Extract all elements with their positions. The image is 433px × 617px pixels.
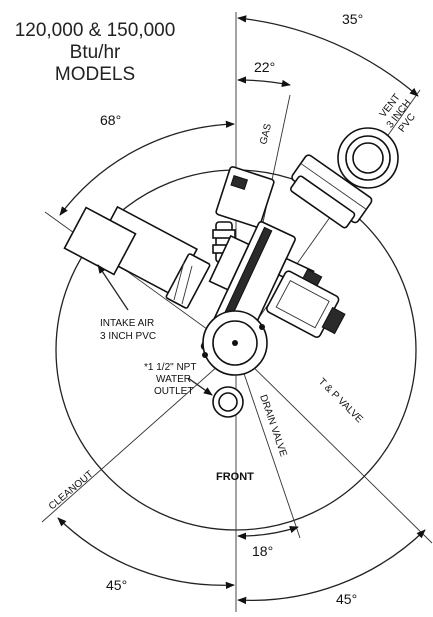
outlet-label-line1: *1 1/2" NPT bbox=[144, 362, 196, 373]
angle-label-18: 18° bbox=[252, 543, 273, 559]
cleanout-label: CLEANOUT bbox=[47, 469, 96, 512]
angle-arc-22 bbox=[237, 76, 291, 88]
intake-air-pipe bbox=[63, 205, 211, 309]
vent-pipe bbox=[289, 127, 399, 229]
vent-label: VENT 3 INCH PVC bbox=[378, 92, 418, 135]
tp-valve-reference-line bbox=[235, 349, 433, 544]
models-title-line3: MODELS bbox=[54, 64, 136, 85]
angle-label-68: 68° bbox=[100, 112, 121, 128]
gas-label: GAS bbox=[258, 122, 274, 145]
outlet-leader-arrow bbox=[187, 377, 213, 396]
angle-arc-18 bbox=[237, 526, 299, 540]
cleanout-reference-line bbox=[41, 349, 237, 523]
outlet-label-line2: WATER bbox=[156, 374, 191, 385]
drain-valve-reference-line bbox=[235, 349, 301, 539]
angle-arc-35 bbox=[237, 15, 419, 97]
angle-arc-68 bbox=[59, 120, 235, 216]
blower-assembly bbox=[200, 221, 315, 376]
angle-label-35: 35° bbox=[342, 11, 363, 27]
outlet-label-line3: OUTLET bbox=[154, 386, 193, 397]
models-title-line1: 120,000 & 150,000 bbox=[14, 20, 176, 41]
angle-arc-45-right bbox=[237, 529, 426, 605]
intake-label-line2: 3 INCH PVC bbox=[100, 331, 156, 342]
models-title-line2: Btu/hr bbox=[69, 42, 121, 63]
angle-label-45-right: 45° bbox=[336, 591, 357, 607]
angle-arc-45-left bbox=[57, 517, 235, 590]
tp-valve-label: T & P VALVE bbox=[316, 376, 365, 425]
angle-label-45-left: 45° bbox=[106, 577, 127, 593]
angle-label-22: 22° bbox=[254, 59, 275, 75]
front-label: FRONT bbox=[216, 471, 254, 483]
water-outlet-fitting bbox=[212, 386, 244, 418]
intake-leader-arrow bbox=[97, 264, 129, 311]
models-title: 120,000 & 150,000 Btu/hr MODELS bbox=[0, 20, 190, 86]
blower-motor bbox=[266, 268, 346, 338]
intake-label-line1: INTAKE AIR bbox=[100, 318, 154, 329]
